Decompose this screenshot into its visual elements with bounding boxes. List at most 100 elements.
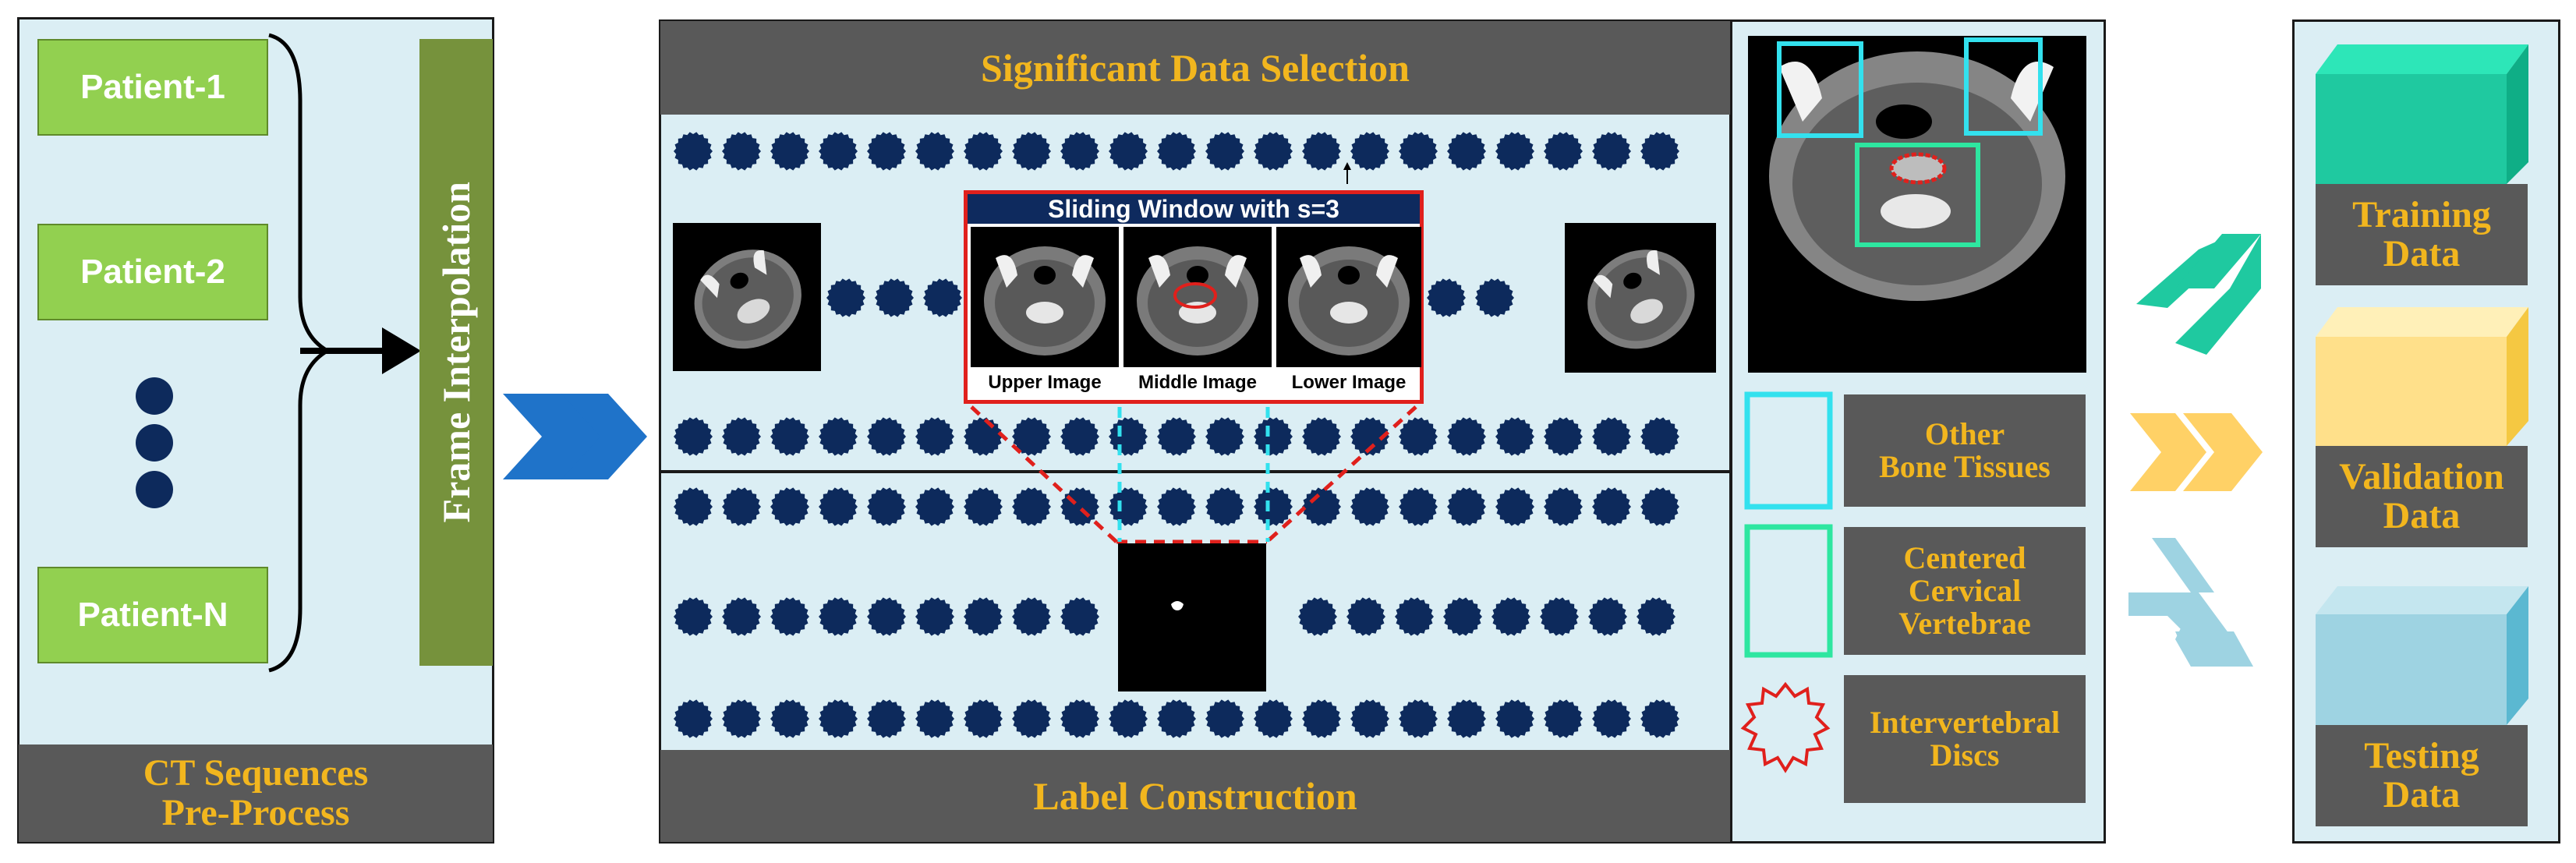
sequence-dot — [1544, 699, 1583, 738]
middle-image-caption: Middle Image — [1138, 372, 1258, 393]
sequence-dot — [1540, 597, 1579, 636]
ct-thumbnail-left — [673, 223, 821, 371]
legend-discs-line1: Intervertebral — [1869, 705, 2061, 740]
sequence-dot — [1592, 417, 1631, 456]
sequence-dot — [1399, 417, 1438, 456]
sequence-dot — [674, 487, 713, 526]
testing-line1: Testing — [2364, 734, 2479, 776]
sequence-dot — [1060, 132, 1099, 171]
ellipsis-dot — [136, 377, 173, 415]
sequence-dot — [1109, 699, 1148, 738]
sequence-dot — [1205, 132, 1244, 171]
disc-ring — [1889, 152, 1947, 185]
arrow-down-right-icon — [2128, 592, 2199, 647]
sequence-dot — [915, 487, 954, 526]
sequence-dot — [722, 132, 761, 171]
sequence-dot — [1544, 487, 1583, 526]
testing-data-label: Testing Data — [2316, 725, 2528, 826]
sequence-dot — [867, 417, 906, 456]
sequence-dot — [1592, 132, 1631, 171]
sequence-dot — [1443, 597, 1482, 636]
legend-other-line1: Other — [1924, 416, 2005, 451]
testing-line2: Data — [2383, 774, 2461, 815]
training-line1: Training — [2352, 193, 2491, 235]
ellipsis-dot — [136, 424, 173, 462]
sequence-dot — [1447, 132, 1486, 171]
legend-discs-line2: Discs — [1930, 737, 2000, 773]
sequence-dot — [1302, 699, 1341, 738]
sequence-dot — [819, 417, 858, 456]
sequence-dot — [1346, 597, 1385, 636]
training-line2: Data — [2383, 233, 2461, 274]
sequence-dot — [1060, 417, 1099, 456]
sequence-dot — [674, 417, 713, 456]
sequence-dot — [1399, 487, 1438, 526]
sequence-dot — [674, 699, 713, 738]
sequence-dot — [964, 132, 1003, 171]
cyan-box-icon — [1744, 391, 1833, 510]
patient-2-box: Patient-2 — [37, 224, 268, 320]
sequence-dot — [674, 597, 713, 636]
sequence-dot — [722, 417, 761, 456]
sequence-dot — [1495, 699, 1534, 738]
sequence-dot — [1395, 597, 1434, 636]
preprocess-footer: CT Sequences Pre-Process — [19, 745, 493, 842]
sequence-dot — [964, 597, 1003, 636]
sequence-dot — [915, 597, 954, 636]
sequence-dot — [722, 487, 761, 526]
mask-spot — [1171, 601, 1184, 610]
window-middle — [1123, 227, 1272, 367]
sequence-dot — [964, 699, 1003, 738]
sequence-dot — [1544, 417, 1583, 456]
sequence-dot — [819, 487, 858, 526]
sequence-dot — [1060, 699, 1099, 738]
sequence-dot — [1205, 699, 1244, 738]
annotated-ct — [1748, 36, 2086, 373]
validation-data-label: Validation Data — [2316, 446, 2528, 547]
sequence-dot — [1157, 487, 1196, 526]
sequence-dot — [1427, 278, 1466, 317]
sequence-dot — [1012, 699, 1051, 738]
sequence-dot — [1254, 417, 1293, 456]
sequence-dot — [867, 132, 906, 171]
preprocess-footer-line1: CT Sequences — [143, 752, 369, 794]
legend-other-line2: Bone Tissues — [1879, 449, 2051, 484]
sequence-dot — [1012, 132, 1051, 171]
sequence-dot — [875, 278, 914, 317]
sequence-dot — [1254, 487, 1293, 526]
legend-other-bone: Other Bone Tissues — [1844, 394, 2086, 507]
sequence-dot — [1012, 417, 1051, 456]
sequence-dot — [1298, 597, 1337, 636]
ct-scan-image — [694, 249, 801, 349]
upper-image-caption: Upper Image — [988, 372, 1102, 393]
sequence-dot — [1447, 417, 1486, 456]
sequence-dot — [819, 699, 858, 738]
selection-title: Significant Data Selection — [981, 46, 1410, 90]
sequence-dot — [1350, 699, 1389, 738]
sliding-window-title: Sliding Window with s=3 — [968, 194, 1420, 224]
patient-n-box: Patient-N — [37, 567, 268, 663]
green-box-icon — [1744, 524, 1833, 658]
training-data-label: Training Data — [2316, 184, 2528, 285]
sequence-dot — [1012, 597, 1051, 636]
sequence-dot — [1447, 487, 1486, 526]
vertebrae-box — [1855, 143, 1980, 247]
sequence-dot — [819, 597, 858, 636]
sequence-dot — [770, 699, 809, 738]
sequence-dot — [1495, 417, 1534, 456]
sequence-dot — [1350, 132, 1389, 171]
ct-thumbnail-right — [1565, 223, 1716, 373]
sequence-dot — [1475, 278, 1514, 317]
arrow-right-icon — [382, 327, 421, 374]
window-lower — [1276, 227, 1421, 367]
ct-scan-middle — [1137, 246, 1258, 355]
sequence-dot — [1640, 417, 1679, 456]
sequence-dot — [1592, 487, 1631, 526]
annotated-ct-image — [1769, 37, 2065, 301]
sequence-dot — [1399, 132, 1438, 171]
